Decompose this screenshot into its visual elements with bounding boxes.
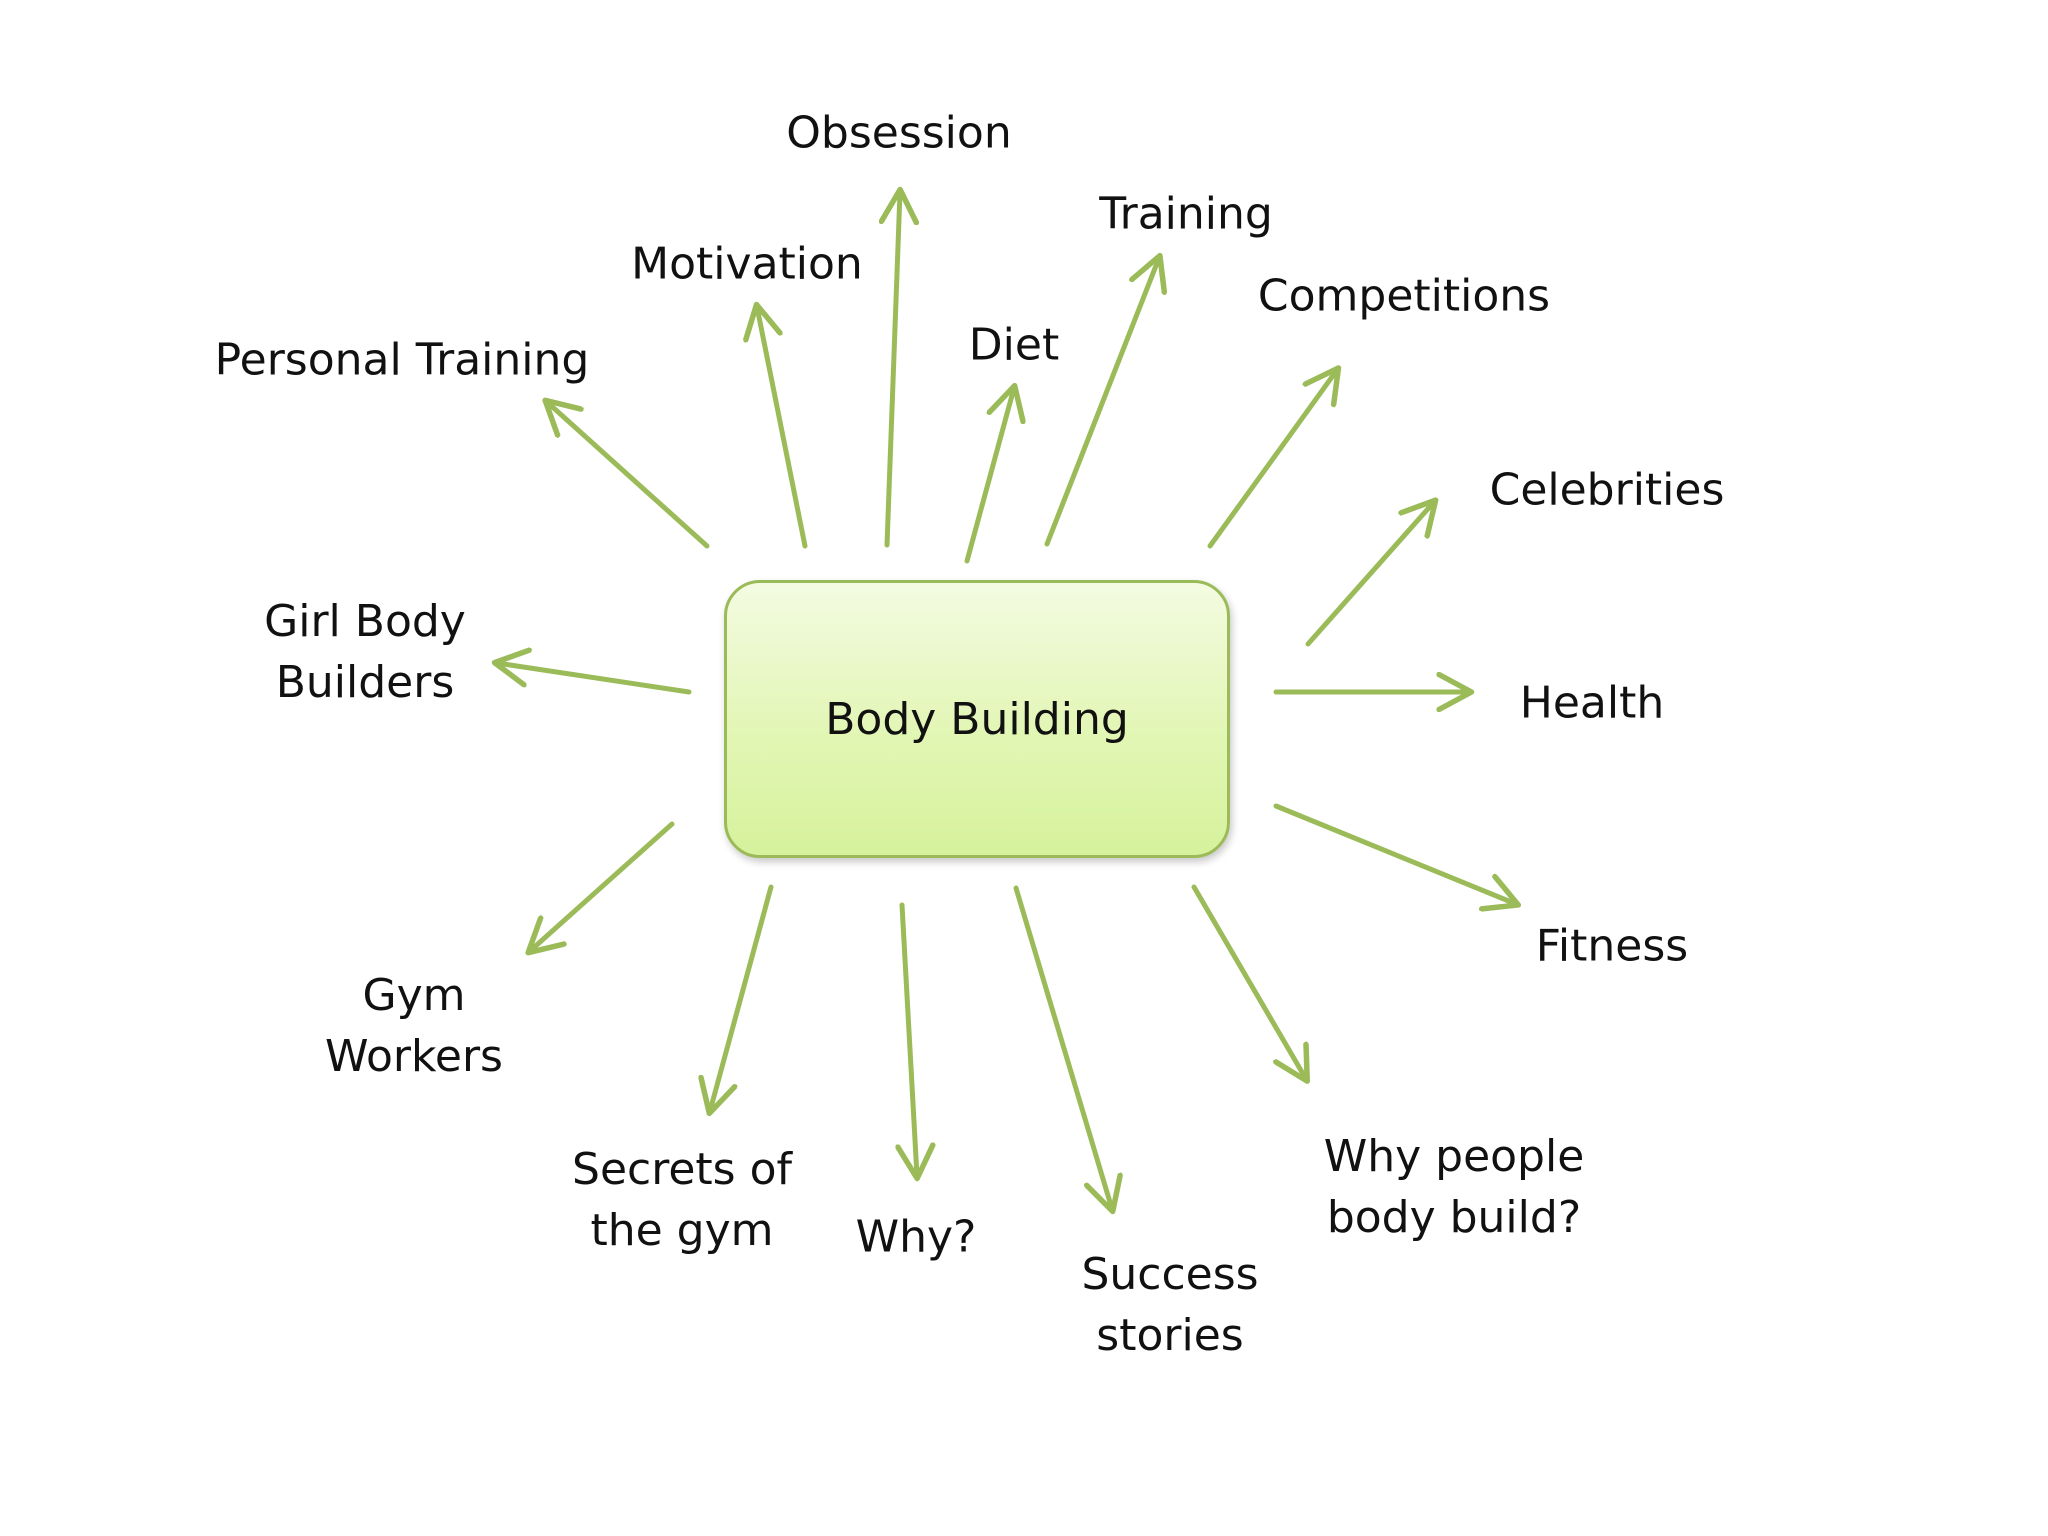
- arrow-to-gym-workers: [530, 821, 675, 951]
- arrow-to-obsession: [887, 192, 900, 548]
- node-fitness: Fitness: [1535, 920, 1689, 972]
- arrow-to-celebrities: [1305, 502, 1434, 647]
- arrow-to-success-stories: [1013, 885, 1112, 1209]
- center-node-label: Body Building: [825, 693, 1129, 745]
- node-motivation: Motivation: [631, 238, 863, 290]
- arrow-to-secrets-of-the-gym: [710, 884, 774, 1111]
- node-secrets-of-the-gym: Secrets of the gym: [572, 1144, 792, 1256]
- arrow-to-fitness: [1273, 803, 1516, 904]
- node-health: Health: [1519, 677, 1665, 729]
- node-personal-training: Personal Training: [214, 334, 590, 386]
- node-diet: Diet: [968, 319, 1060, 371]
- arrow-to-training: [1044, 258, 1159, 547]
- arrow-to-competitions: [1207, 370, 1337, 549]
- node-why: Why?: [855, 1211, 977, 1263]
- arrow-to-girl-body-builders: [497, 663, 692, 695]
- node-celebrities: Celebrities: [1489, 464, 1725, 516]
- arrow-to-motivation: [757, 307, 808, 549]
- node-gym-workers: Gym Workers: [325, 970, 503, 1082]
- node-training: Training: [1099, 188, 1273, 240]
- center-node: Body Building: [724, 580, 1230, 858]
- arrow-to-why: [902, 902, 917, 1176]
- arrow-to-diet: [964, 388, 1014, 564]
- node-why-people-body-build: Why people body build?: [1323, 1131, 1585, 1243]
- arrow-to-why-people-body-build: [1191, 884, 1306, 1079]
- node-obsession: Obsession: [786, 107, 1012, 159]
- arrow-to-personal-training: [547, 402, 710, 549]
- node-competitions: Competitions: [1257, 270, 1551, 322]
- node-girl-body-builders: Girl Body Builders: [264, 596, 466, 708]
- node-success-stories: Success stories: [1081, 1249, 1259, 1361]
